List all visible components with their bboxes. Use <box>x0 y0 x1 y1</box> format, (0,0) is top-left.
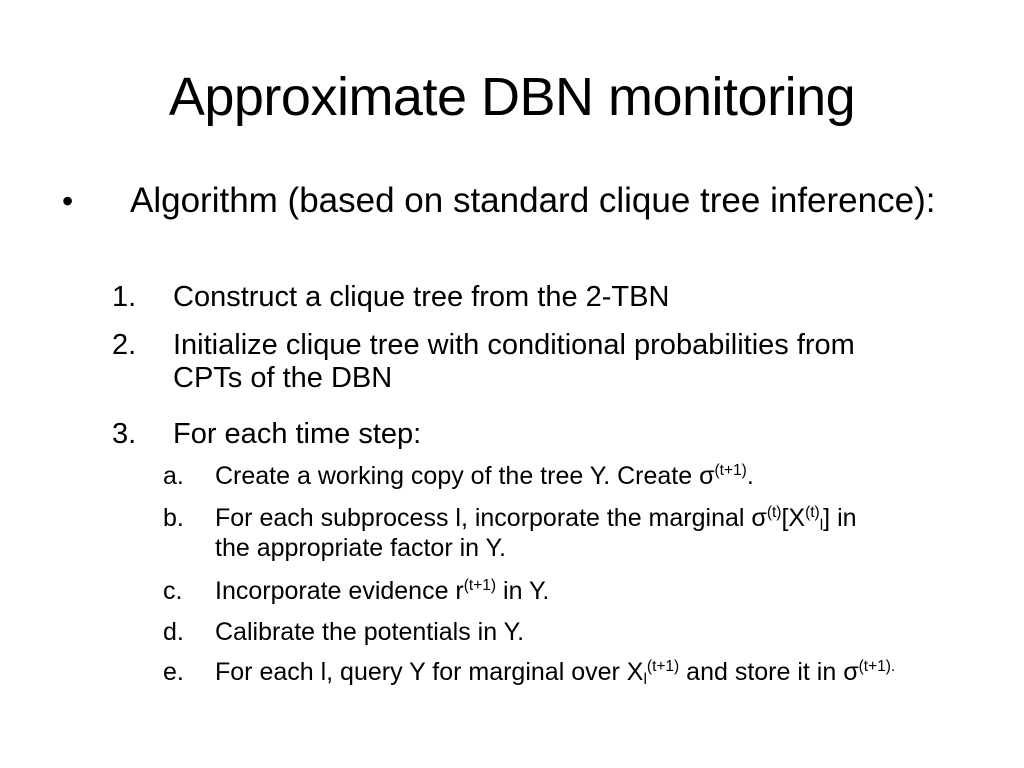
substep-text-part: in Y. <box>496 577 550 605</box>
substep-text: For each l, query Y for marginal over Xl… <box>215 657 975 687</box>
superscript: (t+1) <box>714 462 747 480</box>
substep-letter: a. <box>163 462 184 490</box>
substep-text: For each subprocess l, incorporate the m… <box>215 503 895 563</box>
superscript: (t+1). <box>858 658 896 676</box>
superscript: (t+1) <box>463 577 497 595</box>
substep-letter: b. <box>163 504 184 532</box>
subscript: l <box>643 670 647 688</box>
substep-text-part: For each subprocess l, incorporate the m… <box>215 504 767 532</box>
step-text: Initialize clique tree with conditional … <box>173 329 855 394</box>
substep-letter: c. <box>163 577 183 605</box>
substep-text-part: and store it in σ <box>679 658 859 686</box>
substep-text-part: [X <box>781 504 806 532</box>
bullet-marker: • <box>62 183 74 219</box>
step-text: Construct a clique tree from the 2-TBN <box>173 281 670 313</box>
superscript: (t) <box>805 504 820 522</box>
step-number: 1. <box>112 281 137 313</box>
superscript: (t+1) <box>646 658 680 676</box>
step-text: For each time step: <box>173 418 422 450</box>
step-number: 3. <box>112 418 137 450</box>
bullet-text: Algorithm (based on standard clique tree… <box>130 181 936 220</box>
substep-letter: e. <box>163 658 184 686</box>
substep-text-part: For each l, query Y for marginal over X <box>215 658 644 686</box>
substep-text: Create a working copy of the tree Y. Cre… <box>215 461 975 491</box>
substep-text: Calibrate the potentials in Y. <box>215 618 525 646</box>
step-number: 2. <box>112 329 137 361</box>
substep-text-part: . <box>746 462 754 490</box>
substep-text: Incorporate evidence r(t+1) in Y. <box>215 576 975 606</box>
substep-text-part: ] in the appropriate factor in Y. <box>215 504 857 562</box>
substep-letter: d. <box>163 618 184 646</box>
substep-text-part: Create a working copy of the tree Y. Cre… <box>215 462 715 490</box>
subscript: l <box>819 516 824 534</box>
substep-text-part: Incorporate evidence r <box>215 577 464 605</box>
superscript: (t) <box>766 504 782 522</box>
slide-title: Approximate DBN monitoring <box>168 67 856 127</box>
